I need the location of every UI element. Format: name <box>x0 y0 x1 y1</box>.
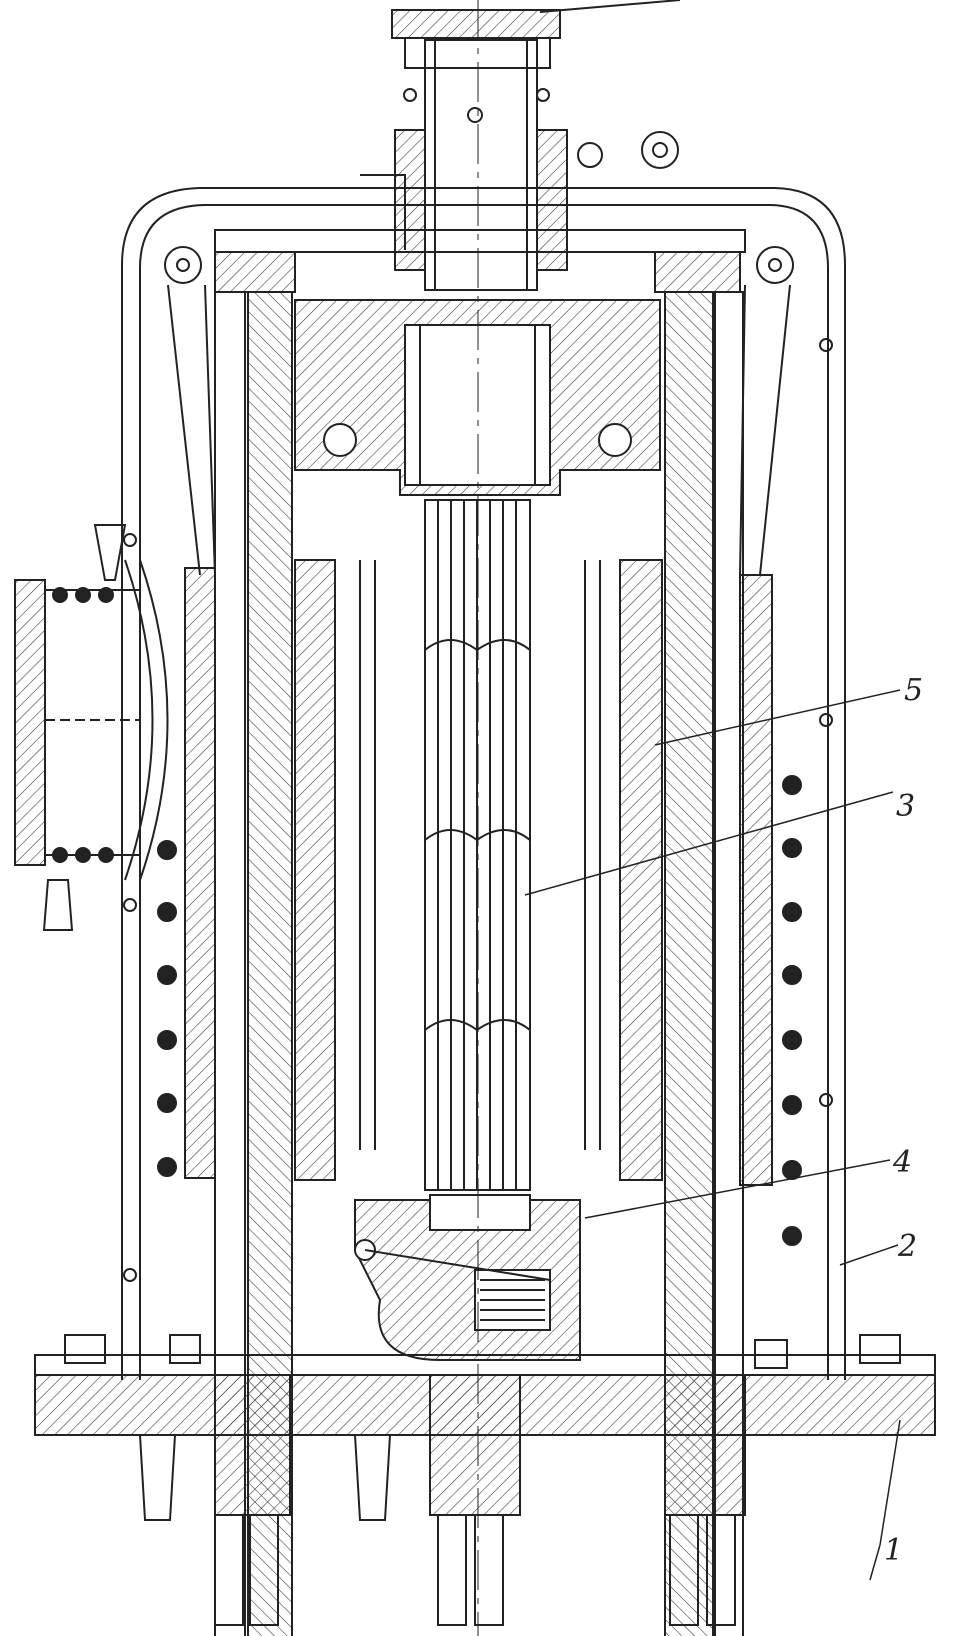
callout-3: 3 <box>896 789 916 824</box>
callout-2: 2 <box>898 1229 918 1264</box>
callout-1: 1 <box>884 1533 904 1568</box>
outer-casing <box>121 131 846 1380</box>
cooling-coils <box>157 775 802 1246</box>
lid <box>214 229 746 293</box>
callout-4: 4 <box>893 1145 913 1180</box>
callout-5: 5 <box>904 673 924 708</box>
lower-contact-assembly <box>354 1194 581 1361</box>
heat-shields <box>294 559 663 1181</box>
leader-lines <box>524 689 901 1581</box>
lower-connectors <box>138 1374 746 1626</box>
side-view-port <box>14 524 169 931</box>
top-exhaust-pipe <box>360 0 681 291</box>
tension-rods <box>167 284 791 576</box>
